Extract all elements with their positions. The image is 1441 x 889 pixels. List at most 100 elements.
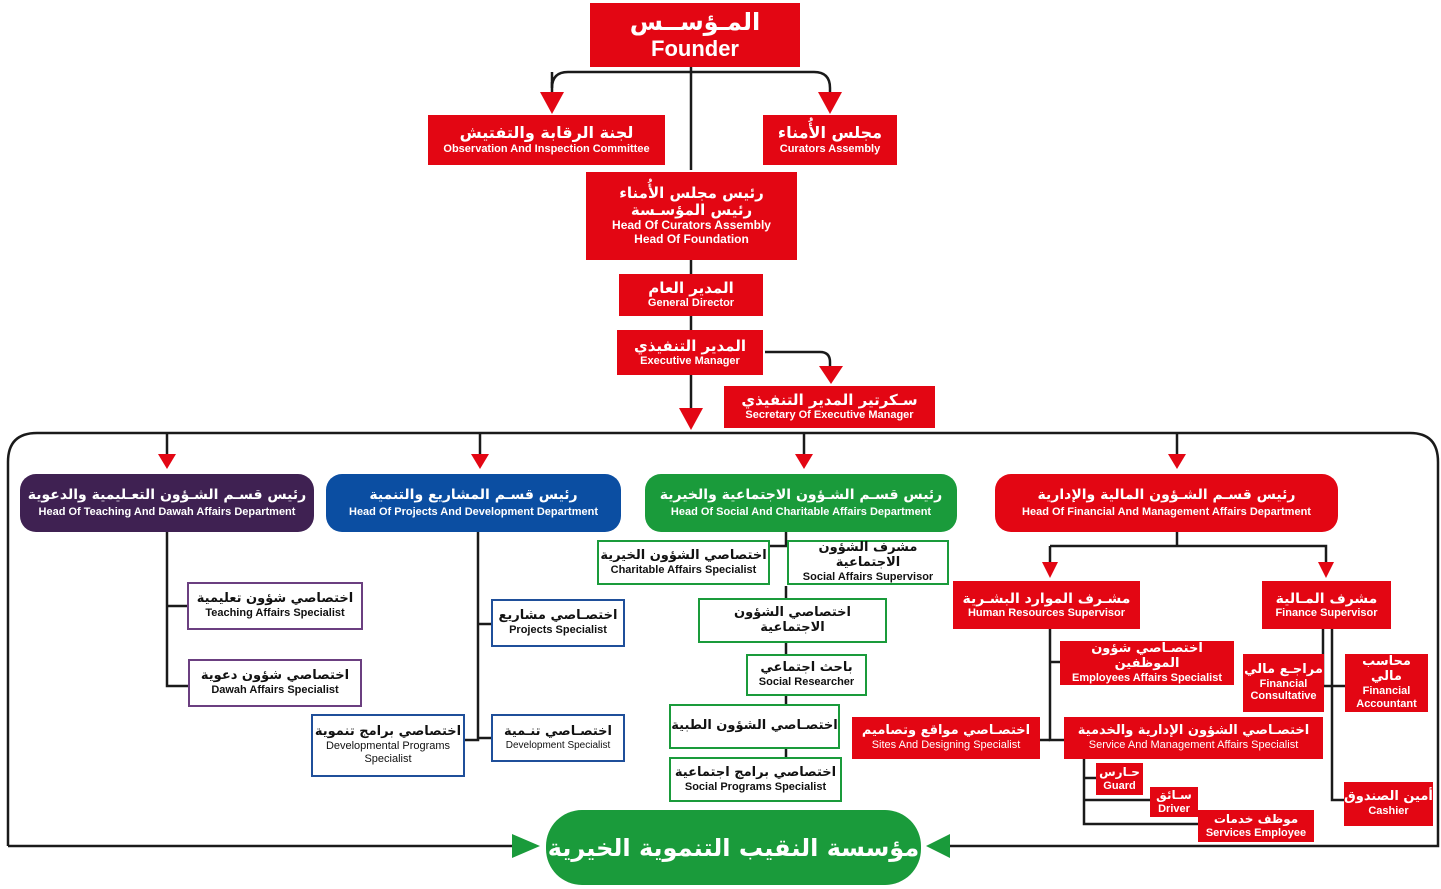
secretary-box: سـكرتير المدير التنفيذي Secretary Of Exe… <box>724 386 935 428</box>
social-researcher-ar: باحث اجتماعي <box>760 660 853 676</box>
cashier-box: أمين الصندوق Cashier <box>1344 782 1433 826</box>
founder-box: المـؤســس Founder <box>590 3 800 67</box>
dept-teaching-box: رئيس قسـم الشـؤون التعـليمية والدعوية He… <box>20 474 314 532</box>
founder-label-ar: المـؤســس <box>629 7 761 36</box>
projects-specialist-en: Projects Specialist <box>509 624 607 637</box>
general-director-en: General Director <box>647 297 735 310</box>
finance-supervisor-en: Finance Supervisor <box>1275 606 1378 619</box>
dept-projects-en: Head Of Projects And Development Departm… <box>349 506 598 519</box>
dawah-specialist-ar: اختصاصي شؤون دعوية <box>200 668 350 684</box>
executive-manager-en: Executive Manager <box>640 354 740 367</box>
charitable-specialist-box: اختصاصي الشؤون الخيرية Charitable Affair… <box>597 540 770 585</box>
founder-label-en: Founder <box>651 36 739 62</box>
medical-specialist-box: اختصـاصي الشؤون الطبية <box>669 704 840 749</box>
finance-supervisor-box: مشرف المـالية Finance Supervisor <box>1262 581 1391 629</box>
dept-teaching-en: Head Of Teaching And Dawah Affairs Depar… <box>38 506 296 519</box>
head-curators-ar1: رئيس مجلس الأُمناء <box>619 183 764 202</box>
curators-label-ar: مجلس الأُمناء <box>777 123 883 143</box>
finance-supervisor-ar: مشرف المـالية <box>1275 590 1378 607</box>
executive-manager-box: المدير التنفيذي Executive Manager <box>617 330 763 375</box>
projects-specialist-box: اختصـاصي مشاريع Projects Specialist <box>491 599 625 647</box>
observation-label-en: Observation And Inspection Committee <box>443 142 650 155</box>
dept-financial-en: Head Of Financial And Management Affairs… <box>1022 506 1311 519</box>
developmental-programs-box: اختصاصي برامج تنموية Developmental Progr… <box>311 714 465 777</box>
charitable-specialist-en: Charitable Affairs Specialist <box>610 563 757 576</box>
social-affairs-specialist-ar: اختصاصي الشؤون الاجتماعية <box>734 604 851 635</box>
teaching-specialist-ar: اختصاصي شؤون تعليمية <box>196 591 354 607</box>
social-supervisor-ar: مشرف الشؤون الاجتماعية <box>818 540 918 571</box>
dept-social-en: Head Of Social And Charitable Affairs De… <box>670 506 932 519</box>
teaching-specialist-box: اختصاصي شؤون تعليمية Teaching Affairs Sp… <box>187 582 363 630</box>
social-researcher-box: باحث اجتماعي Social Researcher <box>746 654 867 696</box>
guard-en: Guard <box>1103 779 1136 792</box>
sites-designing-en: Sites And Designing Specialist <box>871 739 1021 752</box>
service-management-box: اختصـاصي الشؤون الإدارية والخدمية Servic… <box>1064 717 1323 759</box>
financial-consultative-en1: Financial <box>1259 677 1308 690</box>
dawah-specialist-box: اختصاصي شؤون دعوية Dawah Affairs Special… <box>188 659 362 707</box>
medical-specialist-ar: اختصـاصي الشؤون الطبية <box>671 718 838 734</box>
executive-manager-ar: المدير التنفيذي <box>633 336 747 355</box>
general-director-ar: المدير العام <box>648 279 734 298</box>
developmental-programs-en1: Developmental Programs <box>325 740 451 753</box>
social-programs-en: Social Programs Specialist <box>684 780 827 793</box>
sites-designing-box: اختصـاصي مواقع وتصاميم Sites And Designi… <box>852 717 1040 759</box>
financial-accountant-ar: محاسب مالي <box>1362 654 1411 685</box>
financial-accountant-en2: Accountant <box>1356 697 1417 710</box>
developmental-programs-en2: Specialist <box>364 752 412 765</box>
teaching-specialist-en: Teaching Affairs Specialist <box>205 607 345 620</box>
foundation-logo: مؤسسة النقيب التنموية الخيرية <box>546 810 921 885</box>
service-management-ar: اختصـاصي الشؤون الإدارية والخدمية <box>1077 723 1310 739</box>
guard-box: حـارس Guard <box>1096 763 1143 795</box>
employees-affairs-ar: اختصـاصي شؤون الموظفين <box>1091 640 1203 671</box>
observation-committee-box: لجنة الرقابة والتفتيش Observation And In… <box>428 115 665 165</box>
services-employee-box: موظف خدمات Services Employee <box>1198 810 1314 842</box>
hr-supervisor-box: مشـرف الموارد البشـرية Human Resources S… <box>953 581 1140 629</box>
sites-designing-ar: اختصـاصي مواقع وتصاميم <box>861 723 1031 739</box>
service-management-en: Service And Management Affairs Specialis… <box>1088 739 1299 752</box>
dept-social-ar: رئيس قسـم الشـؤون الاجتماعية والخيرية <box>659 487 943 504</box>
curators-label-en: Curators Assembly <box>779 142 881 155</box>
general-director-box: المدير العام General Director <box>619 274 763 316</box>
cashier-ar: أمين الصندوق <box>1344 789 1433 805</box>
observation-label-ar: لجنة الرقابة والتفتيش <box>459 123 634 143</box>
social-supervisor-box: مشرف الشؤون الاجتماعية Social Affairs Su… <box>787 540 949 585</box>
foundation-logo-text: مؤسسة النقيب التنموية الخيرية <box>547 833 920 862</box>
services-employee-ar: موظف خدمات <box>1213 811 1299 826</box>
secretary-ar: سـكرتير المدير التنفيذي <box>741 391 918 410</box>
dept-social-box: رئيس قسـم الشـؤون الاجتماعية والخيرية He… <box>645 474 957 532</box>
employees-affairs-box: اختصـاصي شؤون الموظفين Employees Affairs… <box>1060 641 1234 685</box>
curators-assembly-box: مجلس الأُمناء Curators Assembly <box>763 115 897 165</box>
secretary-en: Secretary Of Executive Manager <box>745 409 914 422</box>
social-researcher-en: Social Researcher <box>758 676 855 689</box>
social-programs-ar: اختصاصي برامج اجتماعية <box>674 764 837 780</box>
dept-projects-ar: رئيس قسـم المشاريع والتنمية <box>369 487 578 504</box>
charitable-specialist-ar: اختصاصي الشؤون الخيرية <box>600 547 767 563</box>
dept-projects-box: رئيس قسـم المشاريع والتنمية Head Of Proj… <box>326 474 621 532</box>
development-specialist-en: Development Specialist <box>505 739 611 751</box>
social-programs-box: اختصاصي برامج اجتماعية Social Programs S… <box>669 757 842 802</box>
financial-consultative-box: مراجـع مالي Financial Consultative <box>1243 654 1324 712</box>
head-curators-en2: Head Of Foundation <box>634 232 749 247</box>
social-affairs-specialist-box: اختصاصي الشؤون الاجتماعية <box>698 598 887 643</box>
cashier-en: Cashier <box>1368 805 1409 818</box>
services-employee-en: Services Employee <box>1205 826 1307 839</box>
dept-financial-ar: رئيس قسـم الشـؤون المالية والإدارية <box>1037 487 1296 504</box>
employees-affairs-en: Employees Affairs Specialist <box>1072 671 1222 684</box>
development-specialist-ar: اختصـاصي تنـمية <box>503 723 613 739</box>
driver-en: Driver <box>1158 802 1190 815</box>
financial-consultative-en2: Consultative <box>1250 690 1317 703</box>
hr-supervisor-ar: مشـرف الموارد البشـرية <box>962 590 1131 607</box>
projects-specialist-ar: اختصـاصي مشاريع <box>498 608 618 624</box>
hr-supervisor-en: Human Resources Supervisor <box>967 606 1126 619</box>
head-curators-en1: Head Of Curators Assembly <box>612 218 771 233</box>
development-specialist-box: اختصـاصي تنـمية Development Specialist <box>491 714 625 762</box>
head-curators-ar2: رئيس المؤسـسة <box>630 201 753 220</box>
dawah-specialist-en: Dawah Affairs Specialist <box>211 684 339 697</box>
guard-ar: حـارس <box>1099 764 1140 779</box>
social-supervisor-en: Social Affairs Supervisor <box>802 571 934 584</box>
dept-teaching-ar: رئيس قسـم الشـؤون التعـليمية والدعوية <box>27 487 307 504</box>
driver-box: سـائق Driver <box>1150 787 1198 817</box>
financial-consultative-ar: مراجـع مالي <box>1244 661 1323 677</box>
dept-financial-box: رئيس قسـم الشـؤون المالية والإدارية Head… <box>995 474 1338 532</box>
